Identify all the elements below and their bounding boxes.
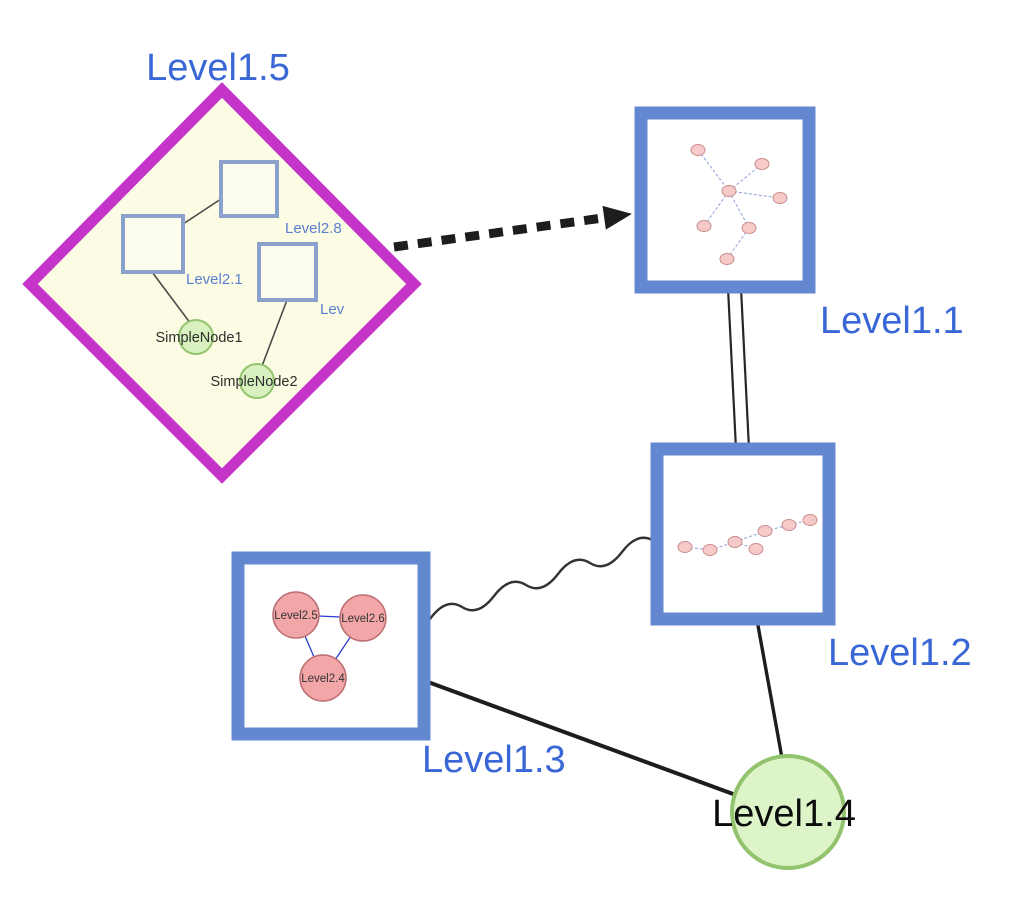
- node-level1-1-group: [634, 106, 816, 294]
- edge-level1-3-level1-2: [429, 536, 655, 620]
- node-level2-6[interactable]: [339, 594, 387, 642]
- level1-3-inner-graph: Level2.5 Level2.6 Level2.4: [272, 591, 387, 702]
- node-label-level2-5: Level2.5: [274, 610, 317, 622]
- mini-edge: [728, 190, 750, 229]
- mini-node[interactable]: [721, 185, 737, 197]
- node-level1-5-diamond[interactable]: [22, 82, 422, 484]
- node-level2-1[interactable]: [121, 214, 185, 274]
- node-label-level1-3: Level1.3: [422, 739, 566, 781]
- mini-node[interactable]: [677, 541, 693, 553]
- mini-edge: [728, 190, 781, 199]
- mini-node[interactable]: [757, 525, 773, 537]
- mini-node[interactable]: [781, 519, 797, 531]
- node-simplenode2[interactable]: [239, 363, 275, 399]
- mini-node[interactable]: [727, 536, 743, 548]
- edge-level1-2-level1-4: [755, 619, 784, 759]
- mini-node[interactable]: [772, 192, 788, 204]
- node-level1-4[interactable]: [730, 754, 846, 870]
- level1-2-inner-graph: [677, 514, 818, 556]
- edge-level2-1-simplenode1: [151, 271, 192, 325]
- node-label-level1-4: Level1.4: [712, 793, 856, 835]
- mini-node[interactable]: [702, 544, 718, 556]
- mini-edge: [728, 163, 763, 192]
- node-label-level2-6: Level2.6: [341, 613, 384, 625]
- mini-edge: [697, 149, 730, 192]
- mini-edge: [703, 190, 730, 227]
- mini-node[interactable]: [696, 220, 712, 232]
- node-level2-8[interactable]: [219, 160, 279, 218]
- node-label-simplenode1: SimpleNode1: [155, 330, 242, 346]
- node-level1-2[interactable]: [650, 442, 836, 626]
- level1-1-inner-graph: [690, 144, 788, 265]
- node-level2-5[interactable]: [272, 591, 320, 639]
- mini-node[interactable]: [754, 158, 770, 170]
- mini-node[interactable]: [748, 543, 764, 555]
- edge-level1-1-level1-2: [726, 287, 751, 450]
- node-level1-5-group: Level2.8 Level2.1 Lev SimpleNode1 Simple…: [22, 82, 422, 484]
- node-label-simplenode2: SimpleNode2: [210, 374, 297, 390]
- node-level2-4[interactable]: [299, 654, 347, 702]
- node-label-level1-5: Level1.5: [146, 47, 290, 89]
- mini-node[interactable]: [719, 253, 735, 265]
- node-label-level2-4: Level2.4: [301, 673, 345, 685]
- node-level2-x[interactable]: [257, 242, 318, 302]
- node-label-level2-1: Level2.1: [186, 271, 243, 288]
- node-label-level1-2: Level1.2: [828, 632, 972, 674]
- mini-node[interactable]: [690, 144, 706, 156]
- edge-level2-8-level2-1: [182, 198, 222, 225]
- edge-level1-3-level1-4: [427, 680, 745, 800]
- mini-edge: [734, 541, 757, 550]
- mini-node[interactable]: [802, 514, 818, 526]
- node-simplenode1[interactable]: [178, 319, 214, 355]
- mini-node[interactable]: [741, 222, 757, 234]
- node-level1-3[interactable]: [231, 551, 431, 741]
- node-label-level1-1: Level1.1: [820, 300, 964, 342]
- node-level1-2-group: [650, 442, 836, 626]
- node-label-level2-8: Level2.8: [285, 220, 342, 237]
- node-label-level2-x: Lev: [320, 301, 345, 318]
- edge-level1-5-level1-1: [393, 205, 632, 252]
- node-level1-3-group: Level2.5 Level2.6 Level2.4: [231, 551, 431, 741]
- edge-lev-simplenode2: [261, 299, 288, 367]
